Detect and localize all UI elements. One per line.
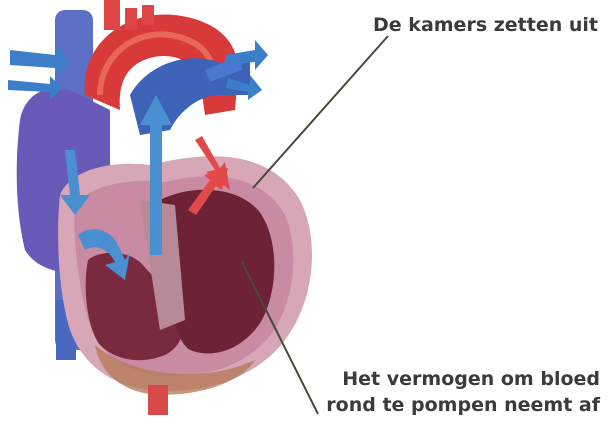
leader-line-top: [253, 36, 388, 188]
label-ventricles-dilate: De kamers zetten uit: [373, 12, 598, 38]
label-pumping-capacity: Het vermogen om bloed rond te pompen nee…: [326, 366, 600, 418]
label-pumping-line2: rond te pompen neemt af: [326, 392, 600, 418]
label-pumping-line1: Het vermogen om bloed: [326, 366, 600, 392]
aorta-stub: [148, 385, 168, 415]
